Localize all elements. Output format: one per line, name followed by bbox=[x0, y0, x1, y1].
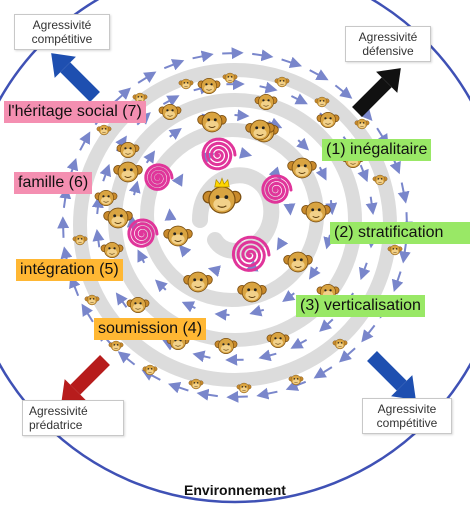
direction-arrow-icon bbox=[170, 214, 171, 219]
direction-arrow-icon bbox=[312, 267, 317, 274]
direction-arrow-icon bbox=[140, 255, 144, 263]
direction-arrow-icon bbox=[402, 183, 405, 198]
direction-arrow-icon bbox=[122, 355, 134, 365]
monkey-face-icon bbox=[198, 78, 220, 93]
direction-arrow-icon bbox=[260, 86, 272, 89]
direction-arrow-icon bbox=[371, 197, 373, 209]
direction-arrow-icon bbox=[163, 98, 174, 104]
direction-arrow-icon bbox=[159, 284, 166, 290]
direction-arrow-icon bbox=[147, 155, 152, 162]
direction-arrow-icon bbox=[119, 297, 126, 307]
direction-arrow-icon bbox=[187, 304, 195, 308]
direction-arrow-icon bbox=[221, 314, 230, 315]
direction-arrow-icon bbox=[177, 179, 180, 184]
direction-arrow-icon bbox=[97, 202, 98, 214]
monkey-face-icon bbox=[215, 338, 237, 353]
monkey-face-icon bbox=[109, 341, 123, 351]
direction-arrow-icon bbox=[324, 319, 333, 327]
label-heritage: l'héritage social (7) bbox=[4, 101, 146, 123]
direction-arrow-icon bbox=[290, 204, 291, 209]
box-bottom-left: Agressivité prédatrice bbox=[22, 400, 124, 436]
direction-arrow-icon bbox=[252, 54, 267, 56]
direction-arrow-icon bbox=[134, 186, 136, 195]
monkey-face-icon bbox=[267, 332, 289, 347]
pink-spiral-icon bbox=[203, 139, 235, 169]
direction-arrow-icon bbox=[85, 309, 93, 322]
direction-arrow-icon bbox=[361, 165, 366, 177]
direction-arrow-icon bbox=[164, 63, 178, 69]
direction-arrow-icon bbox=[287, 293, 294, 298]
monkey-face-icon bbox=[237, 383, 251, 393]
monkey-face-icon bbox=[104, 208, 133, 228]
direction-arrow-icon bbox=[255, 310, 264, 313]
direction-arrow-icon bbox=[291, 96, 302, 102]
direction-arrow-icon bbox=[296, 340, 307, 346]
direction-arrow-icon bbox=[365, 325, 375, 337]
pink-spiral-icon bbox=[146, 165, 172, 190]
direction-arrow-icon bbox=[264, 354, 276, 357]
direction-arrow-icon bbox=[73, 281, 79, 295]
direction-arrow-icon bbox=[262, 392, 277, 395]
monkey-face-icon bbox=[179, 79, 193, 89]
direction-arrow-icon bbox=[198, 355, 210, 358]
direction-arrow-icon bbox=[331, 200, 332, 209]
direction-arrow-icon bbox=[174, 386, 189, 391]
direction-arrow-icon bbox=[298, 140, 305, 146]
direction-arrow-icon bbox=[282, 59, 297, 64]
label-inegalitaire: (1) inégalitaire bbox=[322, 139, 431, 161]
direction-arrow-icon bbox=[183, 249, 187, 253]
direction-arrow-icon bbox=[63, 222, 64, 238]
label-integration: intégration (5) bbox=[16, 259, 123, 281]
label-soumission: soumission (4) bbox=[94, 318, 206, 340]
direction-arrow-icon bbox=[404, 242, 406, 257]
direction-arrow-icon bbox=[214, 270, 219, 271]
environment-label: Environnement bbox=[0, 482, 470, 498]
pink-spiral-icon bbox=[263, 176, 291, 202]
box-top-left: Agressivité compétitive bbox=[14, 14, 110, 50]
monkey-face-icon bbox=[223, 73, 237, 83]
arrow-top-left bbox=[41, 43, 106, 108]
monkey-face-icon bbox=[143, 365, 157, 375]
label-verticalisation: (3) verticalisation bbox=[296, 295, 425, 317]
label-stratification: (2) stratification bbox=[330, 222, 470, 244]
direction-arrow-icon bbox=[103, 170, 107, 182]
monkey-face-icon bbox=[164, 226, 193, 246]
direction-arrow-icon bbox=[80, 137, 87, 151]
direction-arrow-icon bbox=[232, 397, 248, 398]
box-top-right: Agressivité défensive bbox=[345, 26, 431, 62]
direction-arrow-icon bbox=[98, 235, 100, 247]
monkey-face-icon bbox=[284, 252, 313, 272]
label-famille: famille (6) bbox=[14, 172, 92, 194]
direction-arrow-icon bbox=[344, 348, 356, 358]
monkey-face-icon bbox=[317, 112, 339, 127]
direction-arrow-icon bbox=[274, 171, 278, 175]
direction-arrow-icon bbox=[310, 70, 324, 77]
direction-arrow-icon bbox=[335, 85, 347, 95]
direction-arrow-icon bbox=[363, 263, 367, 275]
direction-arrow-icon bbox=[193, 55, 208, 58]
direction-arrow-icon bbox=[280, 241, 283, 246]
direction-arrow-icon bbox=[138, 75, 151, 83]
direction-arrow-icon bbox=[319, 367, 332, 375]
direction-arrow-icon bbox=[320, 167, 324, 175]
direction-arrow-icon bbox=[222, 53, 238, 54]
monkey-face-icon bbox=[302, 202, 331, 222]
direction-arrow-icon bbox=[64, 193, 66, 208]
direction-arrow-icon bbox=[170, 132, 177, 137]
box-bottom-right: Agressivite compétitive bbox=[362, 398, 452, 434]
direction-arrow-icon bbox=[396, 272, 401, 287]
monkey-face-icon bbox=[189, 379, 203, 389]
monkey-face-icon bbox=[127, 297, 149, 312]
direction-arrow-icon bbox=[203, 394, 218, 396]
arrow-top-right bbox=[346, 58, 411, 123]
direction-arrow-icon bbox=[241, 153, 246, 154]
direction-arrow-icon bbox=[235, 115, 244, 116]
